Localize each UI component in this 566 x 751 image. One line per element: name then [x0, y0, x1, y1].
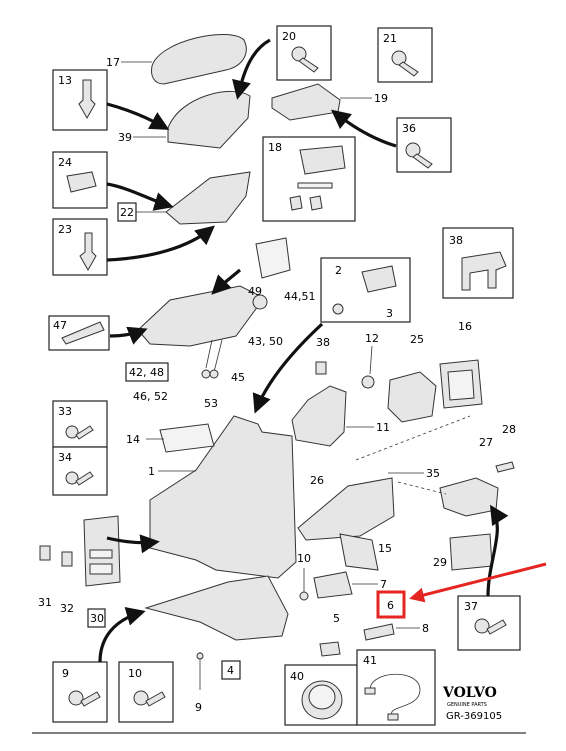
tray-29: 29: [433, 533, 493, 571]
callout-box-10: 10: [118, 661, 174, 723]
callout-box-21: 21: [377, 27, 433, 83]
label-47: 47: [53, 319, 67, 332]
label-14: 14: [126, 433, 140, 446]
callout-box-47: 47: [48, 315, 110, 351]
assembly-arrows: [98, 38, 509, 663]
brand-block: VOLVO GENUINE PARTS GR-369105: [442, 685, 502, 722]
label-32: 32: [60, 602, 74, 615]
callout-box-20: 20: [276, 25, 332, 81]
label-19: 19: [374, 92, 388, 105]
label-17: 17: [106, 56, 120, 69]
label-37: 37: [464, 600, 478, 613]
label-10: 10: [128, 667, 142, 680]
label-9b: 9: [195, 701, 202, 714]
label-29: 29: [433, 556, 447, 569]
label-28: 28: [502, 423, 516, 436]
panel-30: 31 32: [38, 515, 121, 615]
label-34: 34: [58, 451, 72, 464]
label-53: 53: [204, 397, 218, 410]
callout-box-33-34: 33 34: [52, 400, 108, 496]
brand-name: VOLVO: [442, 685, 497, 701]
cup-holder-25: 25: [387, 333, 437, 423]
console-mechanism: 49 44,51 43, 50 45 46, 52 53: [133, 237, 316, 410]
armrest-lid: 17: [106, 33, 247, 85]
label-44-51: 44,51: [284, 290, 316, 303]
switch-7: 7 10: [297, 533, 387, 601]
label-2: 2: [335, 264, 342, 277]
label-39: 39: [118, 131, 132, 144]
reference-number: GR-369105: [446, 711, 502, 722]
label-33: 33: [58, 405, 72, 418]
label-25: 25: [410, 333, 424, 346]
console-bottom-tray: [144, 575, 289, 641]
label-5: 5: [333, 612, 340, 625]
label-7: 7: [380, 578, 387, 591]
label-36: 36: [402, 122, 416, 135]
label-4: 4: [227, 664, 234, 677]
callout-box-38: 38: [442, 227, 514, 299]
label-31: 31: [38, 596, 52, 609]
label-42-48: 42, 48: [129, 366, 164, 379]
console-body: 14 1: [126, 415, 297, 579]
callout-box-2-3: 2 3: [320, 257, 411, 323]
label-9: 9: [62, 667, 69, 680]
label-12: 12: [365, 332, 379, 345]
label-41: 41: [363, 654, 377, 667]
callout-box-24: 24: [52, 151, 108, 209]
label-40: 40: [290, 670, 304, 683]
callout-box-41: 41: [356, 649, 436, 726]
label-21: 21: [383, 32, 397, 45]
label-22: 22: [120, 206, 134, 219]
label-38b: 38: [316, 336, 330, 349]
callout-box-4: 4: [221, 660, 241, 680]
label-20: 20: [282, 30, 296, 43]
label-11: 11: [376, 421, 390, 434]
label-23: 23: [58, 223, 72, 236]
callout-box-42-48: 42, 48: [125, 362, 169, 382]
callout-box-13: 13: [52, 69, 108, 131]
label-38: 38: [449, 234, 463, 247]
label-30: 30: [90, 612, 104, 625]
label-16: 16: [458, 320, 472, 333]
callout-box-22: 22: [117, 202, 137, 222]
callout-box-23: 23: [52, 218, 108, 276]
label-15: 15: [378, 542, 392, 555]
label-27: 27: [479, 436, 493, 449]
holder-26-15: 26 15 35: [297, 467, 440, 555]
label-8: 8: [422, 622, 429, 635]
brand-tagline: GENUINE PARTS: [447, 702, 487, 708]
cover-16: 16: [439, 320, 483, 409]
callout-box-30: 30: [87, 608, 106, 628]
label-35: 35: [426, 467, 440, 480]
bracket-11: 11 38: [291, 336, 390, 447]
label-13: 13: [58, 74, 72, 87]
callout-box-37: 37: [457, 595, 521, 651]
armrest-base: 39: [118, 90, 251, 149]
bracket-19: 19: [271, 83, 388, 121]
label-46-52: 46, 52: [133, 390, 168, 403]
callout-box-40: 40: [284, 664, 358, 726]
cupholder-27: 27 28: [439, 423, 516, 517]
label-1: 1: [148, 465, 155, 478]
label-18: 18: [268, 141, 282, 154]
screw-12: 12: [361, 332, 379, 389]
cap-5: 5: [319, 612, 341, 657]
highlight-part-6: 6: [376, 562, 547, 619]
label-6: 6: [387, 599, 394, 612]
callout-box-18: 18: [262, 136, 356, 222]
label-24: 24: [58, 156, 72, 169]
label-10a: 10: [297, 552, 311, 565]
label-45: 45: [231, 371, 245, 384]
label-49: 49: [248, 285, 262, 298]
callout-box-9: 9: [52, 661, 108, 723]
label-43-50: 43, 50: [248, 335, 283, 348]
label-26: 26: [310, 474, 324, 487]
screw-9: 9: [195, 652, 204, 714]
callout-box-36: 36: [396, 117, 452, 173]
console-tray: [136, 171, 251, 225]
spring-8: 8: [363, 622, 429, 641]
label-3: 3: [386, 307, 393, 320]
